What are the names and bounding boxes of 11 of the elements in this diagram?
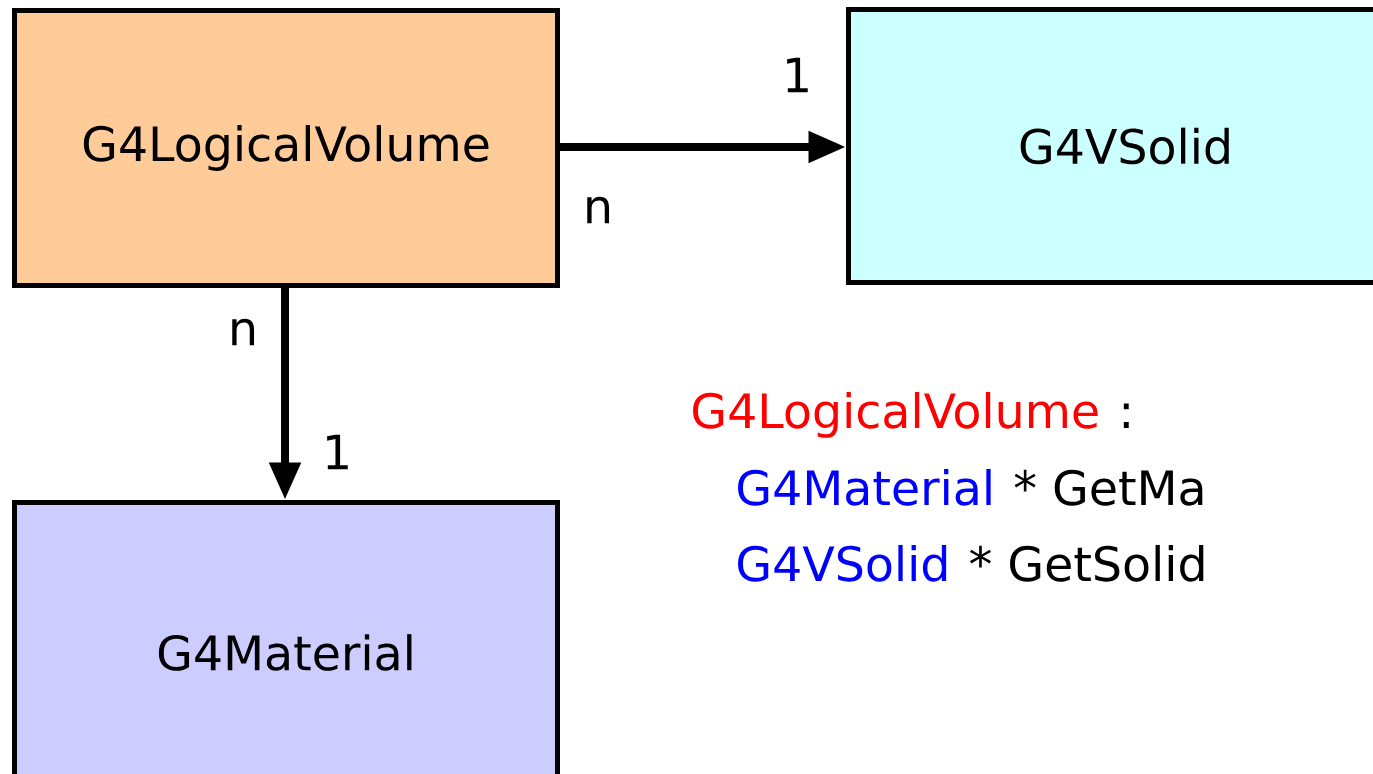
code-text: G4LogicalVolume (693, 391, 1098, 438)
code-text: G4VSolid (738, 544, 947, 582)
code-text: * GetMa (1014, 469, 1203, 506)
code-text: * GetSolid (970, 544, 1204, 582)
class-box: G4Material (12, 500, 560, 774)
class-box: G4LogicalVolume (12, 8, 560, 288)
multiplicity-label: n (232, 318, 254, 346)
multiplicity-label: 1 (327, 434, 348, 470)
class-box: G4VSolid (846, 7, 1373, 285)
code-text: G4Material (738, 468, 991, 506)
code-text: : (1123, 403, 1129, 428)
